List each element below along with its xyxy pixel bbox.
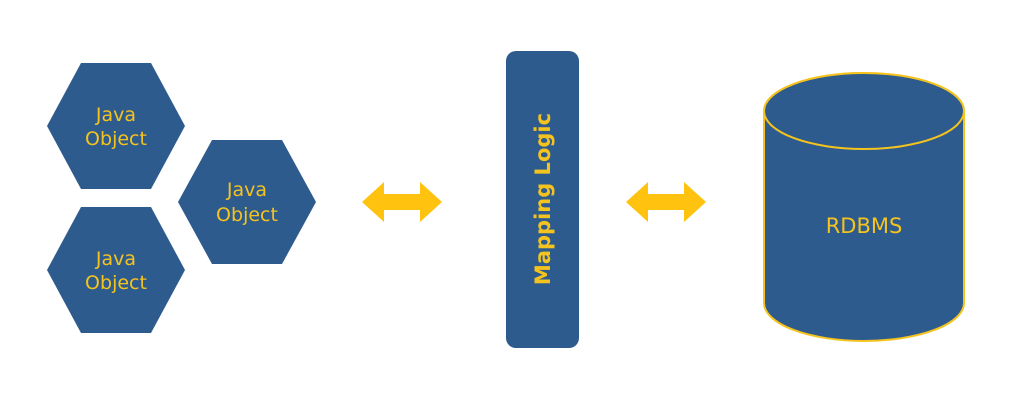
hexagon-shape [47, 63, 185, 189]
double-arrow-icon [362, 182, 442, 222]
database-label: RDBMS [826, 214, 903, 238]
mapping-logic-box: Mapping Logic [506, 51, 579, 348]
hexagon-label-line1: Java [95, 248, 136, 270]
mapping-logic-label: Mapping Logic [531, 113, 555, 285]
hexagon-label-line2: Object [216, 204, 278, 226]
cylinder-top [763, 72, 965, 150]
java-object-hexagon-3: Java Object [47, 207, 185, 333]
hexagon-shape [47, 207, 185, 333]
java-object-hexagon-1: Java Object [47, 63, 185, 189]
mapping-logic-shape [506, 51, 579, 348]
database-cylinder: RDBMS [763, 72, 965, 342]
hexagon-label-line2: Object [85, 272, 147, 294]
double-arrow-icon [626, 182, 706, 222]
hexagon-label-line1: Java [95, 104, 136, 126]
hexagon-label-line1: Java [226, 179, 267, 201]
hexagon-shape [178, 140, 316, 264]
java-object-hexagon-2: Java Object [178, 140, 316, 264]
hexagon-label-line2: Object [85, 128, 147, 150]
